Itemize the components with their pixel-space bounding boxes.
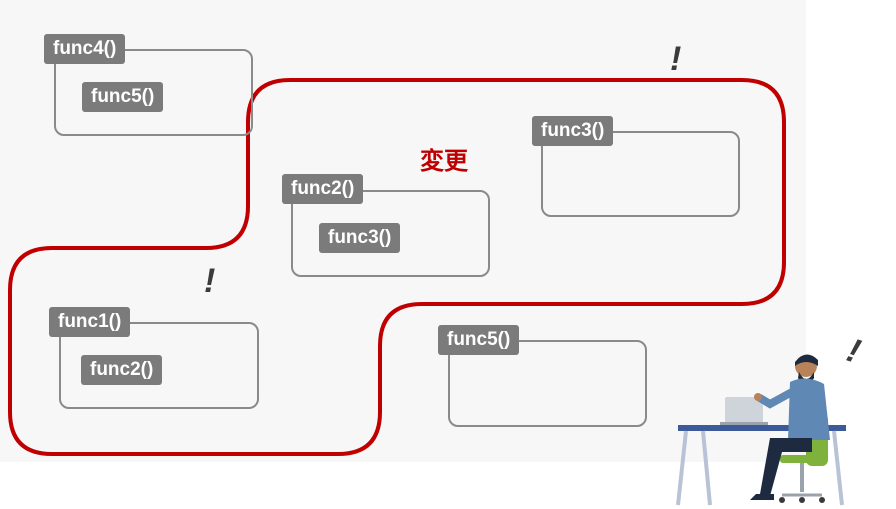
- func3-block: [541, 131, 740, 217]
- func2-label: func2(): [282, 174, 364, 204]
- func2-inner-func3-label: func3(): [319, 223, 401, 253]
- alert-mark-middle: !: [204, 262, 216, 300]
- func2-block: [291, 190, 490, 277]
- func1-inner-func2-label: func2(): [81, 355, 163, 385]
- func4-block: [54, 49, 253, 136]
- person-legs: [760, 438, 812, 496]
- desk-top: [678, 425, 846, 431]
- func3-label: func3(): [532, 116, 614, 146]
- desk-leg-left-back: [701, 430, 712, 506]
- person-hair: [795, 354, 818, 366]
- func4-label: func4(): [44, 34, 126, 64]
- func5-label: func5(): [438, 325, 520, 355]
- alert-mark-top: !: [670, 40, 682, 78]
- func1-block: [59, 322, 259, 409]
- change-label: 変更: [420, 148, 468, 175]
- person-arm: [756, 388, 796, 409]
- desk-leg-right: [832, 430, 844, 506]
- laptop-base: [720, 422, 768, 425]
- person-shoe: [750, 494, 774, 500]
- diagram-canvas: [0, 0, 806, 462]
- person-hand: [754, 393, 762, 401]
- chair-seat: [780, 455, 824, 463]
- func1-label: func1(): [49, 307, 131, 337]
- laptop-screen: [725, 397, 763, 423]
- person-torso: [788, 378, 830, 440]
- desk-leg-left: [676, 430, 688, 506]
- func4-inner-func5-label: func5(): [82, 82, 164, 112]
- func5-block: [448, 340, 647, 427]
